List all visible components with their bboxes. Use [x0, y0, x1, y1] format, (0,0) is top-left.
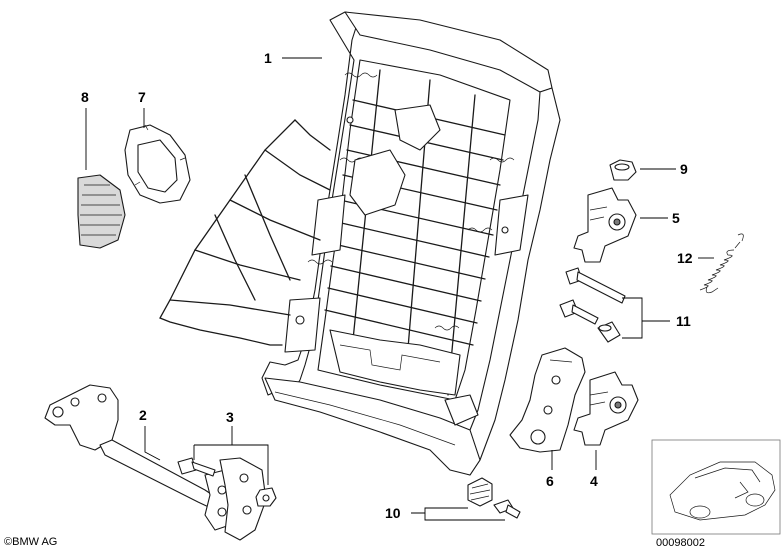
brand-name: BMW AG	[12, 536, 57, 548]
wire-side-frame	[159, 119, 331, 346]
callout-12: 12	[677, 250, 693, 266]
vehicle-thumbnail	[651, 439, 781, 535]
part-10-spring-screw[interactable]	[467, 477, 521, 519]
part-3-bracket-set[interactable]	[177, 457, 277, 541]
part-6-mounting-plate[interactable]	[509, 347, 586, 453]
frame-springs	[307, 72, 515, 331]
part-12-tension-spring[interactable]	[699, 233, 744, 294]
callout-11: 11	[676, 313, 691, 329]
callout-5: 5	[672, 210, 680, 226]
part-8-cover-pad[interactable]	[77, 174, 126, 249]
part-9-nut[interactable]	[609, 159, 637, 181]
callout-labels: 1 2 3 4 5 6 7 8 9 10 11 12	[81, 50, 693, 521]
callout-8: 8	[81, 89, 89, 105]
callout-7: 7	[138, 89, 146, 105]
diagram-number: 00098002	[656, 537, 705, 549]
copyright-symbol: ©	[4, 536, 12, 548]
part-1-backrest-frame[interactable]	[261, 11, 561, 476]
part-5-hinge-bracket[interactable]	[573, 187, 637, 263]
callout-3: 3	[226, 409, 234, 425]
part-11-bolts-bushing[interactable]	[559, 267, 626, 343]
part-7-ring-cover[interactable]	[124, 124, 191, 204]
svg-text:©BMW AG: ©BMW AG	[4, 536, 57, 548]
leader-lines	[85, 57, 714, 521]
callout-9: 9	[680, 161, 688, 177]
callout-10: 10	[385, 505, 401, 521]
callout-1: 1	[264, 50, 272, 66]
footer: ©BMW AG 00098002	[4, 536, 705, 549]
callout-6: 6	[546, 473, 554, 489]
callout-4: 4	[590, 473, 598, 489]
callout-2: 2	[139, 407, 147, 423]
part-4-hinge-bracket[interactable]	[573, 371, 639, 446]
